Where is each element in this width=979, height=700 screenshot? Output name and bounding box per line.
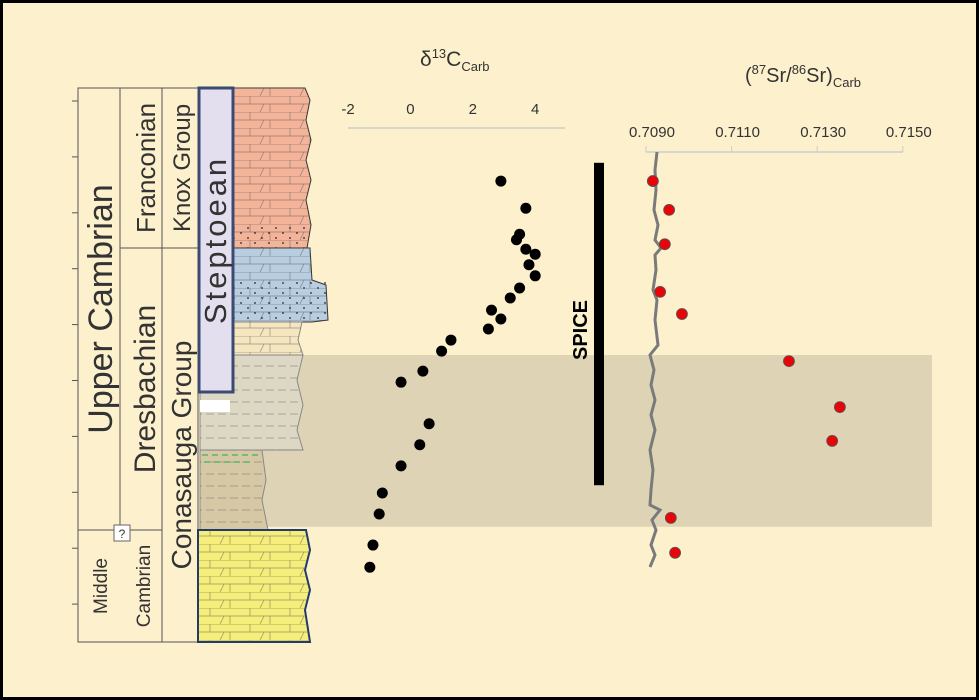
sr-data-point: [663, 203, 676, 216]
carbon-data-point: [423, 418, 435, 430]
group-conasauga: Conasauga Group: [166, 341, 197, 570]
spice-bar: [594, 162, 604, 486]
carbon-data-point: [417, 365, 429, 377]
carbon-title: δ13CCarb: [420, 46, 490, 74]
steptoean-box: [197, 86, 235, 394]
carbon-data-point: [486, 304, 498, 316]
carbon-data-point: [395, 460, 407, 472]
sr-tick-label: 0.7090: [629, 124, 675, 141]
carbon-data-point: [520, 243, 532, 255]
stratigraphy-table: [77, 87, 199, 643]
carbon-data-point: [364, 561, 376, 573]
uncertain-box: [113, 524, 131, 542]
carbon-data-point: [445, 334, 457, 346]
carbon-data-point: [504, 292, 516, 304]
carbon-data-point: [529, 270, 541, 282]
carbon-data-point: [529, 248, 541, 260]
carbon-tick-label: 2: [469, 101, 477, 118]
carbon-data-point: [514, 282, 526, 294]
sr-data-point: [658, 238, 671, 251]
series-upper-cambrian: Upper Cambrian: [82, 184, 120, 433]
group-knox: Knox Group: [169, 104, 196, 232]
series-middle-cambrian-line2: Cambrian: [134, 545, 155, 627]
carbon-data-point: [510, 234, 522, 246]
sr-data-point: [664, 512, 677, 524]
series-middle-cambrian-line1: Middle: [91, 558, 112, 614]
stage-franconian: Franconian: [131, 103, 161, 233]
carbon-data-point: [495, 175, 507, 187]
sr-data-point: [783, 355, 795, 368]
figure-canvas: Upper Cambrian Middle Cambrian Franconia…: [72, 46, 932, 643]
sr-tick-label: 0.7110: [715, 124, 760, 141]
carbon-data-point: [373, 508, 385, 520]
carbon-data-point: [436, 345, 448, 357]
sr-data-point: [826, 434, 839, 447]
sr-tick-label: 0.7150: [886, 124, 932, 141]
carbon-data-point: [523, 259, 535, 271]
sr-data-point: [669, 546, 682, 559]
sr-title: (87Sr/86Sr)Carb: [745, 62, 861, 90]
seawater-sr-curve: [648, 151, 663, 568]
sr-tick-label: 0.7130: [800, 124, 846, 141]
sr-data-point: [676, 308, 688, 320]
sr-data-point: [833, 401, 846, 414]
left-depth-ticks: [72, 100, 78, 605]
carbon-data-point: [395, 376, 407, 388]
stage-steptoean: Steptoean: [198, 156, 233, 324]
carbon-data-point: [367, 539, 379, 551]
lithology-column: [197, 87, 329, 643]
uncertain-marker: ?: [119, 527, 126, 541]
stage-dresbachian: Dresbachian: [129, 305, 162, 473]
shaded-interval: [200, 355, 932, 527]
carbon-data-point: [495, 313, 507, 325]
carbon-tick-label: -2: [341, 101, 354, 118]
sr-data-point: [654, 285, 667, 298]
carbon-data-point: [520, 202, 532, 214]
carbon-tick-label: 4: [531, 101, 539, 118]
carbon-data-point: [482, 323, 494, 335]
sr-data-point: [646, 175, 659, 187]
spice-label: SPICE: [570, 300, 592, 360]
carbon-data-point: [414, 439, 426, 451]
carbon-tick-label: 0: [406, 101, 414, 118]
carbon-data-point: [376, 487, 388, 499]
